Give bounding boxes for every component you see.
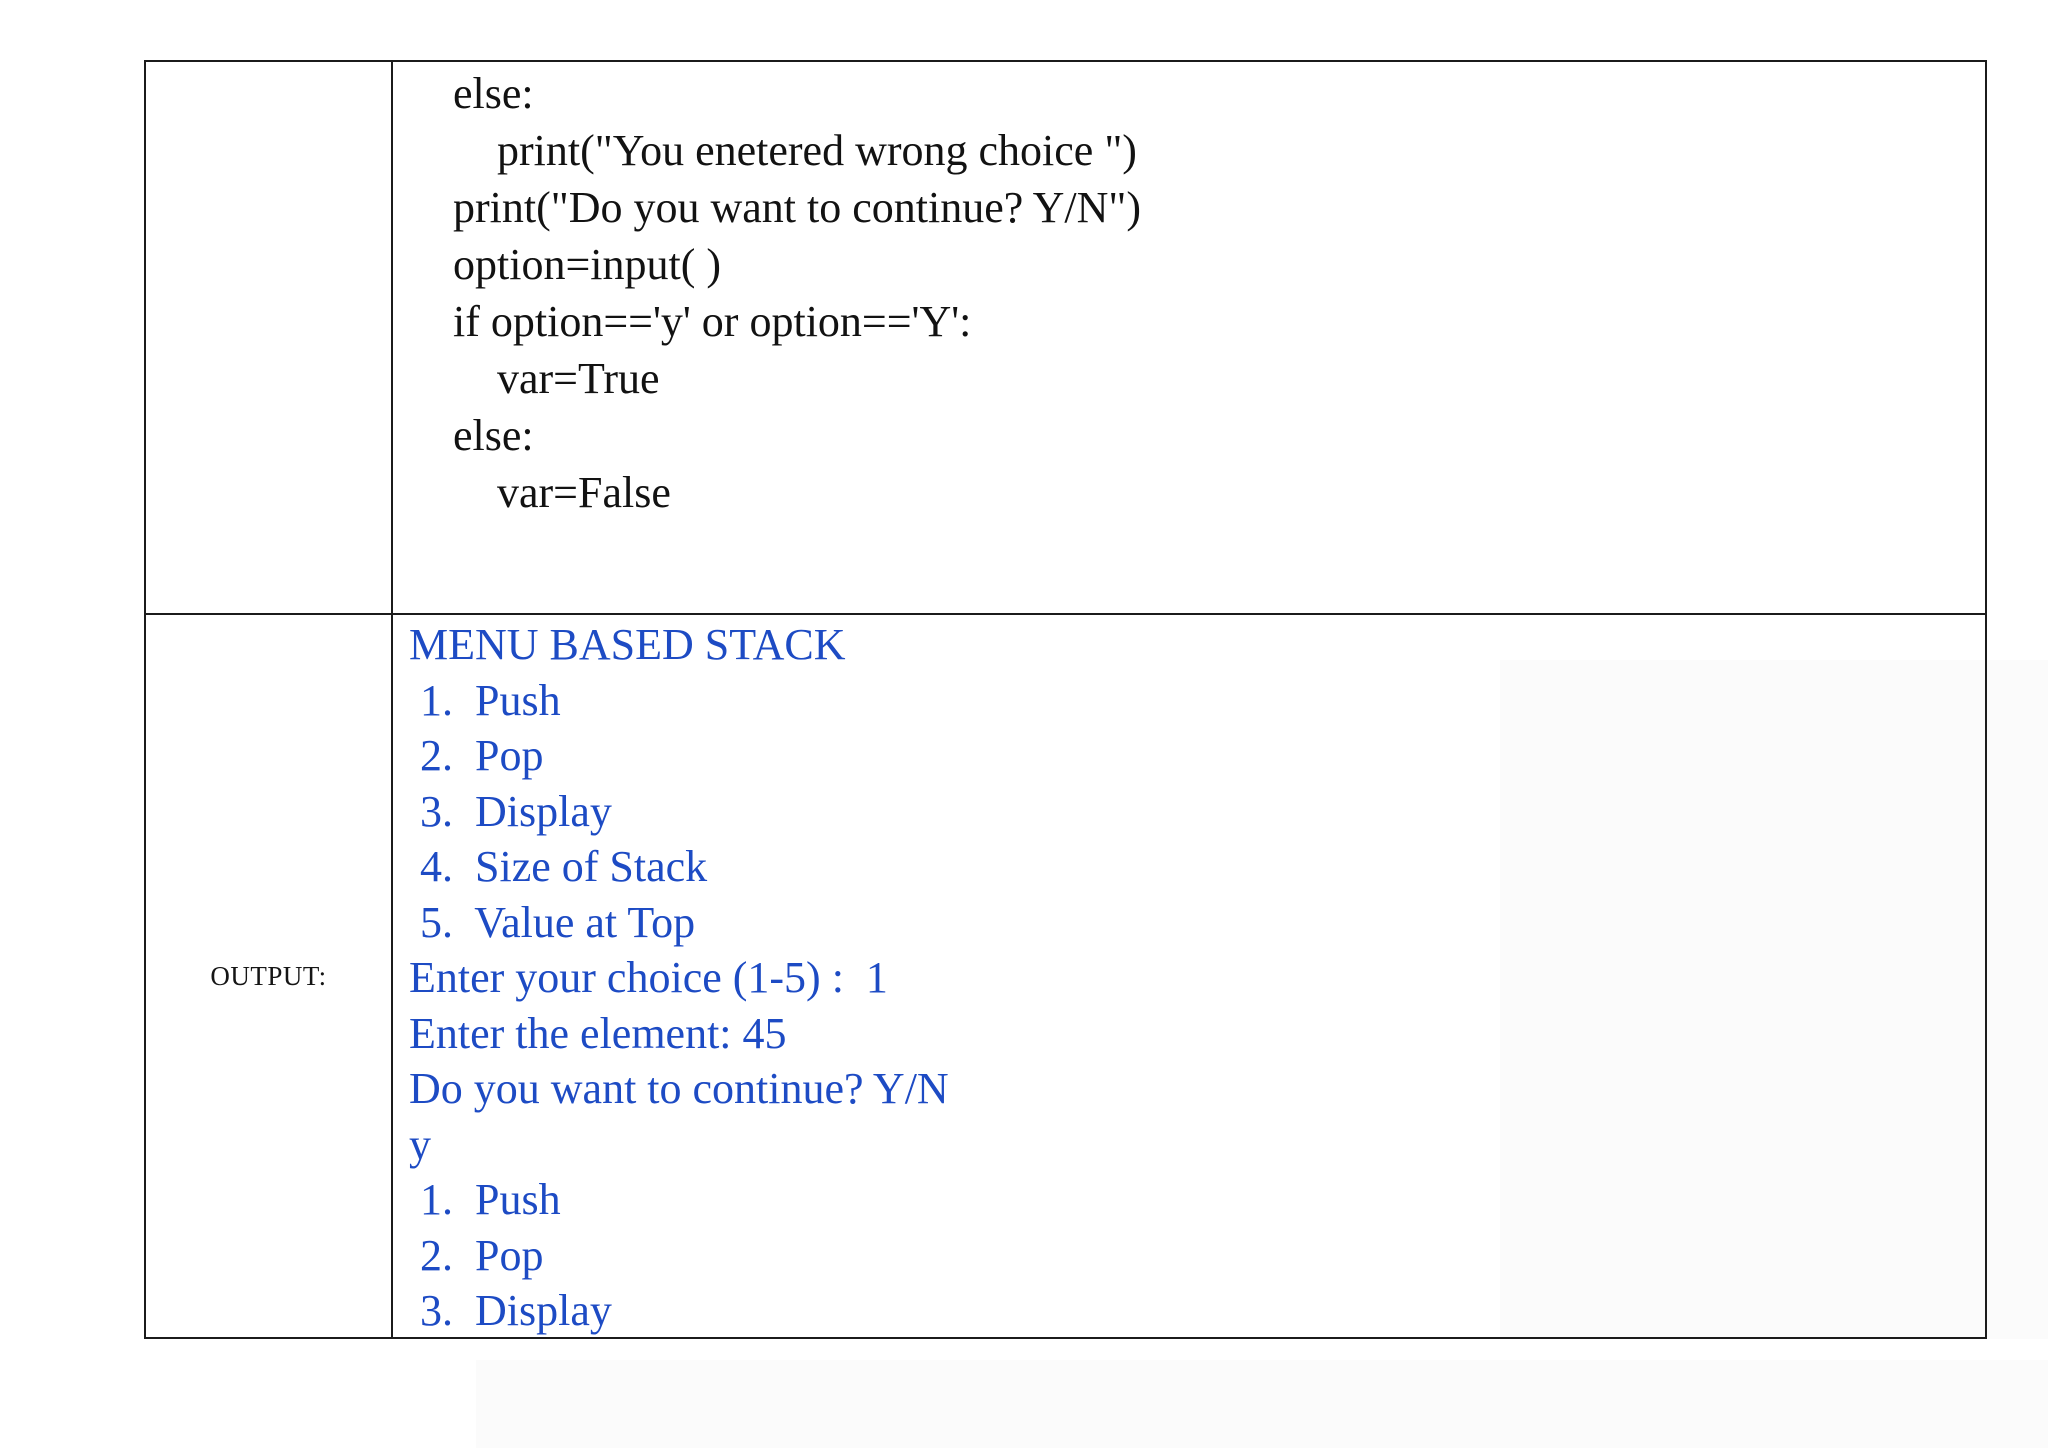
- code-line: var=False: [409, 468, 671, 517]
- output-line: 2. Pop: [409, 731, 544, 780]
- output-label: OUTPUT:: [210, 960, 327, 991]
- output-label-cell: OUTPUT:: [146, 615, 393, 1337]
- code-row-label-cell: [146, 62, 393, 615]
- output-line: y: [409, 1119, 431, 1169]
- output-line: 3. Display: [409, 786, 612, 836]
- output-line: Enter your choice (1-5) : 1: [409, 953, 888, 1002]
- code-line: print("You enetered wrong choice "): [409, 126, 1137, 175]
- scan-tint-right: [1500, 660, 2048, 1339]
- output-line: 2. Pop: [409, 1230, 544, 1280]
- code-line: else:: [409, 69, 534, 118]
- program-output-block: MENU BASED STACK 1. Push 2. Pop 3. Displ…: [393, 615, 1985, 1337]
- output-line: MENU BASED STACK: [409, 620, 846, 669]
- scan-tint-bottom: [476, 1360, 2048, 1448]
- output-line: 1. Push: [409, 1175, 561, 1224]
- output-line: 1. Push: [409, 675, 561, 725]
- output-line: 3. Display: [409, 1286, 612, 1335]
- output-line: 5. Value at Top: [409, 897, 696, 947]
- code-line: print("Do you want to continue? Y/N"): [409, 183, 1142, 232]
- output-line: Do you want to continue? Y/N: [409, 1064, 949, 1113]
- code-line: option=input( ): [409, 240, 722, 289]
- code-line: else:: [409, 411, 534, 460]
- output-line: Enter the element: 45: [409, 1008, 787, 1058]
- code-line: var=True: [409, 354, 660, 403]
- output-line: 4. Size of Stack: [409, 842, 708, 891]
- code-block: else: print("You enetered wrong choice "…: [393, 62, 1985, 615]
- program-table: else: print("You enetered wrong choice "…: [144, 60, 1987, 1339]
- code-line: if option=='y' or option=='Y':: [409, 297, 972, 346]
